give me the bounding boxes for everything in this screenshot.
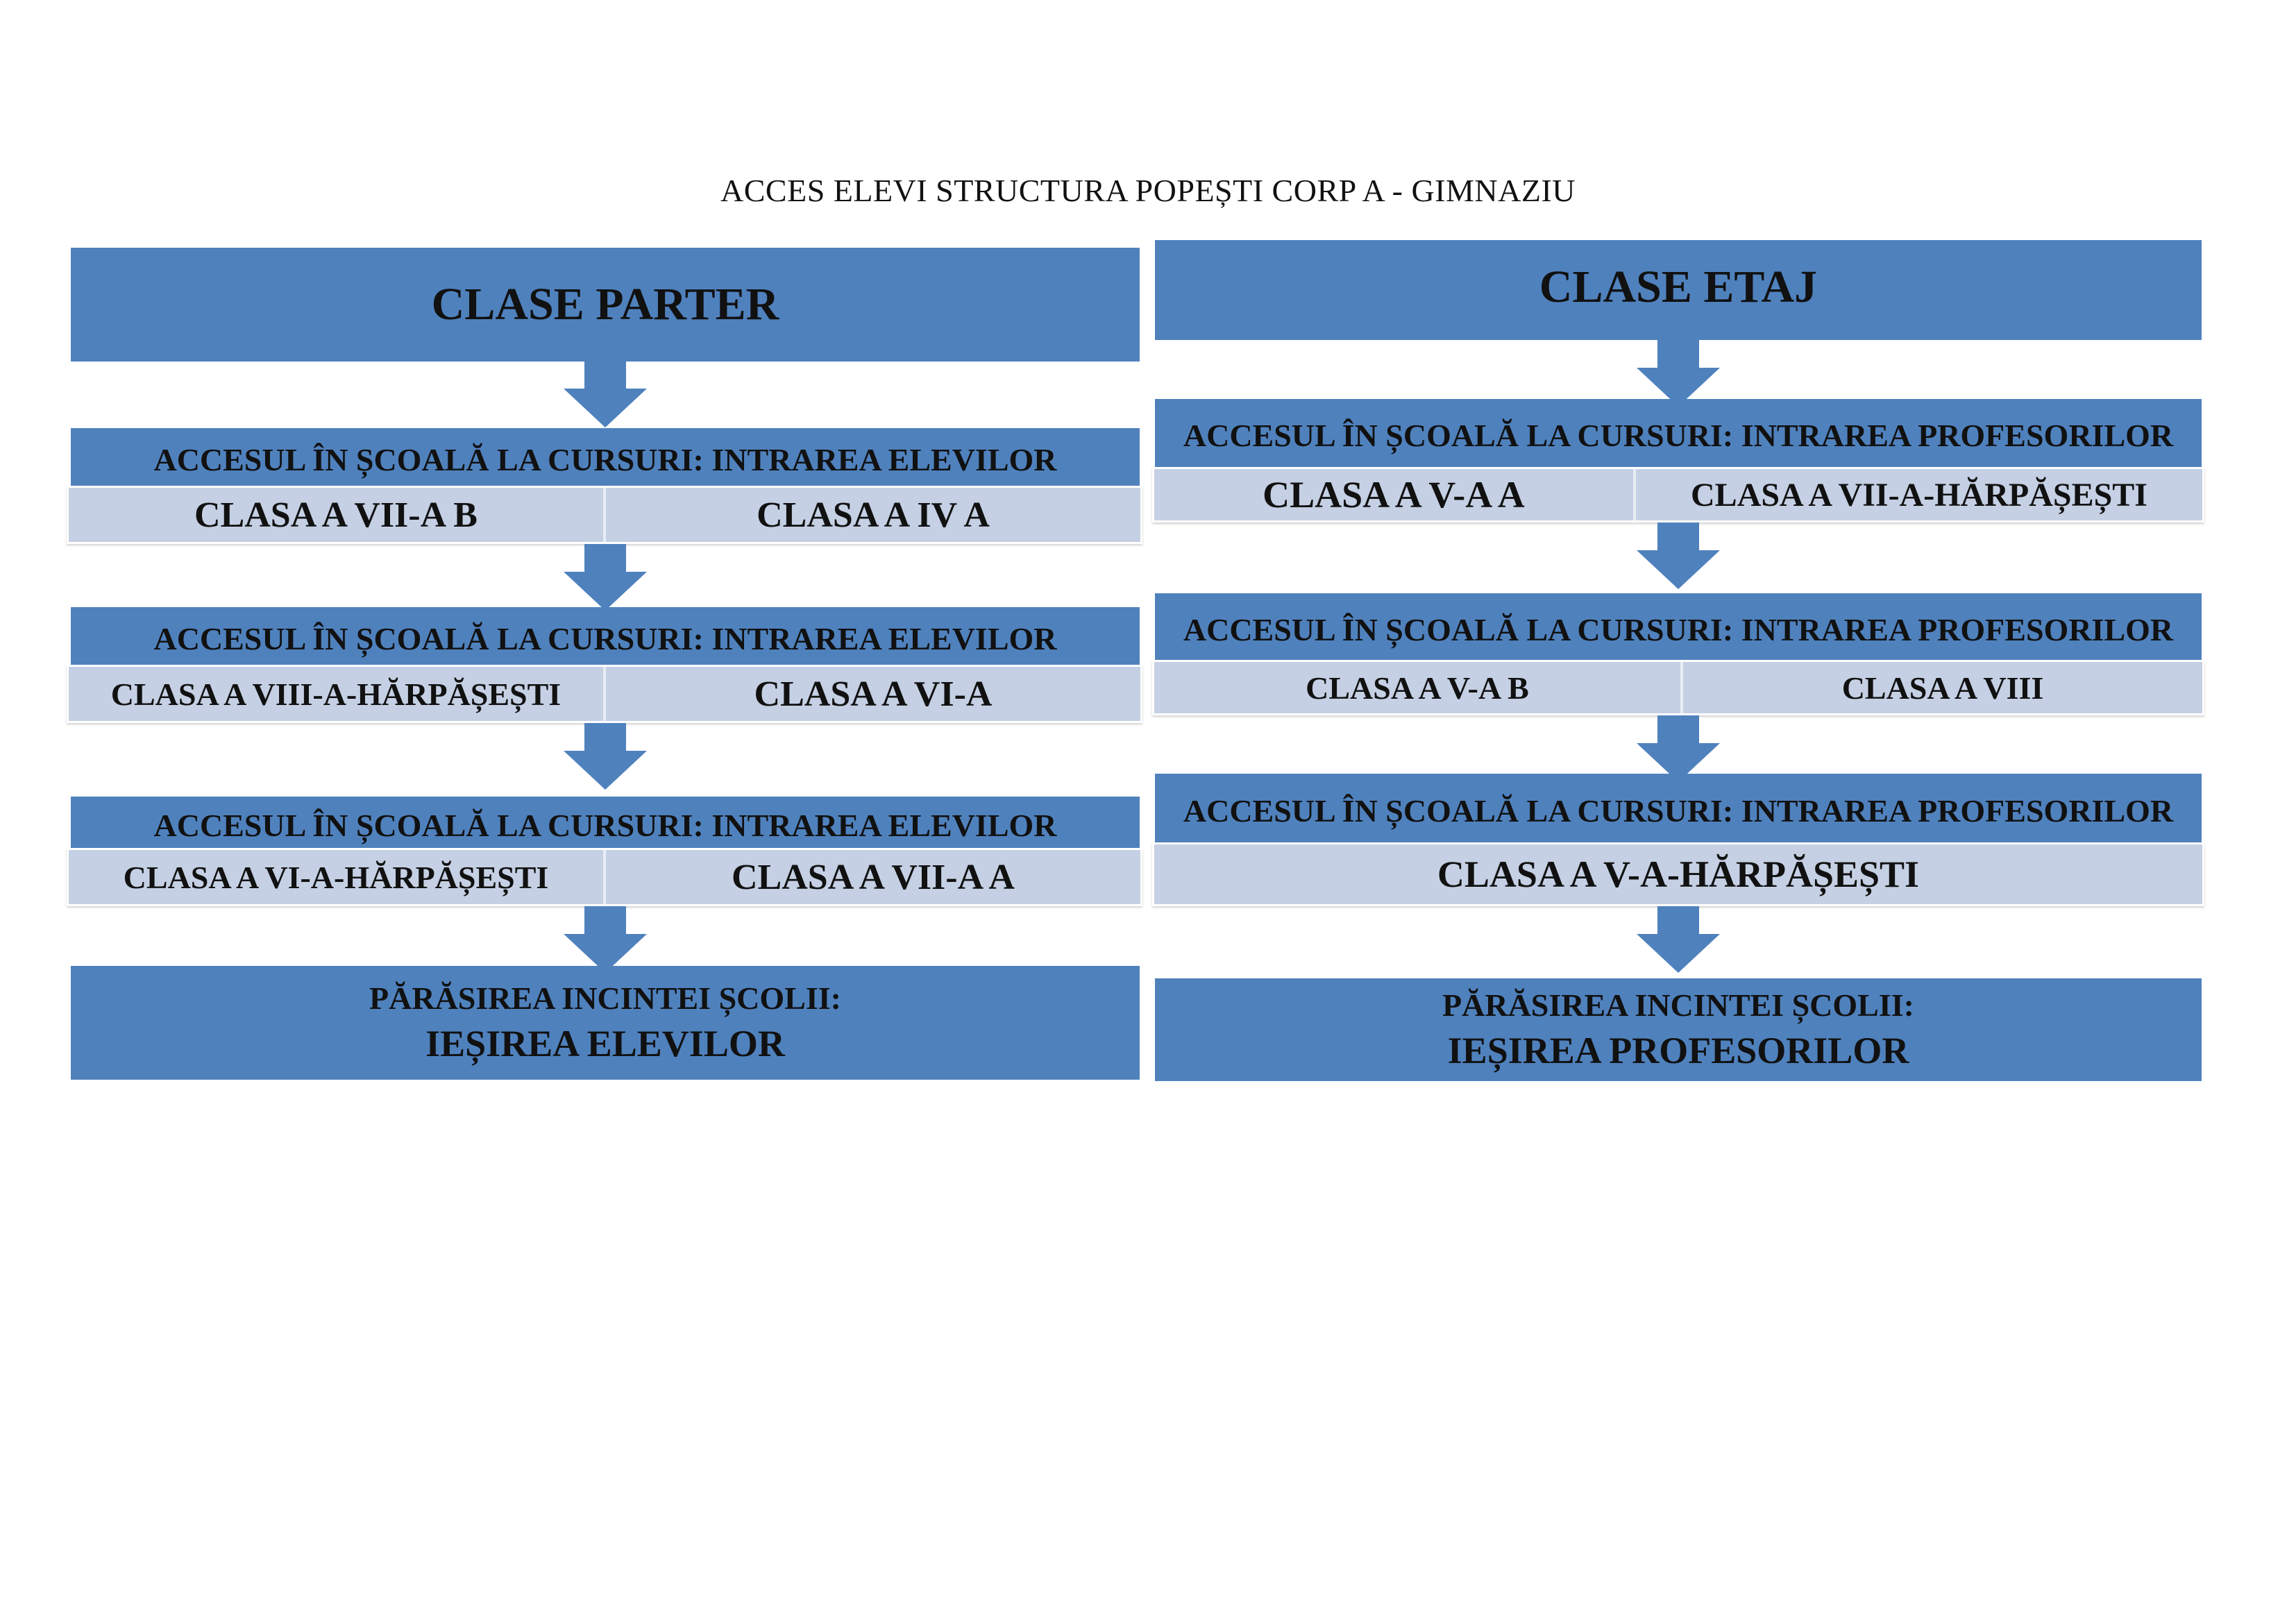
class-cell: CLASA A V-A B — [1154, 662, 1680, 713]
class-cell: CLASA A VII-A A — [603, 850, 1140, 904]
exit-label: PĂRĂSIREA INCINTEI ȘCOLII: — [369, 980, 841, 1016]
flow-arrow-icon — [1637, 522, 1720, 589]
flow-arrow-icon — [1637, 715, 1720, 782]
class-cell: CLASA A VII-A-HĂRPĂȘEȘTI — [1633, 469, 2202, 520]
flow-arrow-icon — [564, 544, 647, 611]
right-step-3-access: ACCESUL ÎN ȘCOALĂ LA CURSURI: INTRAREA P… — [1155, 774, 2202, 844]
right-step-2-access: ACCESUL ÎN ȘCOALĂ LA CURSURI: INTRAREA P… — [1155, 593, 2202, 663]
class-cell: CLASA A VIII — [1680, 662, 2202, 713]
flow-arrow-icon — [1637, 906, 1720, 973]
left-step-2-classes: CLASA A VIII-A-HĂRPĂȘEȘTI CLASA A VI-A — [67, 665, 1142, 723]
flow-arrow-icon — [564, 723, 647, 790]
flow-arrow-icon — [1637, 340, 1720, 407]
left-step-1-classes: CLASA A VII-A B CLASA A IV A — [67, 486, 1142, 544]
right-step-3-classes: CLASA A V-A-HĂRPĂȘEȘTI — [1152, 842, 2204, 906]
left-step-2-access: ACCESUL ÎN ȘCOALĂ LA CURSURI: INTRAREA E… — [71, 607, 1140, 667]
exit-label: PĂRĂSIREA INCINTEI ȘCOLII: — [1442, 987, 1914, 1023]
page-title: ACCES ELEVI STRUCTURA POPEȘTI CORP A - G… — [720, 173, 1576, 208]
class-cell: CLASA A VII-A B — [69, 488, 603, 542]
class-cell: CLASA A VI-A-HĂRPĂȘEȘTI — [69, 850, 603, 904]
flow-arrow-icon — [564, 906, 647, 973]
class-cell: CLASA A IV A — [603, 488, 1140, 542]
right-exit: PĂRĂSIREA INCINTEI ȘCOLII: IEȘIREA PROFE… — [1155, 978, 2202, 1081]
exit-target: IEȘIREA PROFESORILOR — [1447, 1030, 1909, 1072]
right-step-2-classes: CLASA A V-A B CLASA A VIII — [1152, 660, 2204, 715]
left-exit: PĂRĂSIREA INCINTEI ȘCOLII: IEȘIREA ELEVI… — [71, 966, 1140, 1080]
left-step-3-classes: CLASA A VI-A-HĂRPĂȘEȘTI CLASA A VII-A A — [67, 848, 1142, 906]
right-step-1-access: ACCESUL ÎN ȘCOALĂ LA CURSURI: INTRAREA P… — [1155, 399, 2202, 468]
header-clase-etaj: CLASE ETAJ — [1155, 240, 2202, 340]
left-step-3-access: ACCESUL ÎN ȘCOALĂ LA CURSURI: INTRAREA E… — [71, 797, 1140, 851]
class-cell: CLASA A VI-A — [603, 667, 1140, 721]
exit-target: IEȘIREA ELEVILOR — [425, 1023, 785, 1065]
class-cell: CLASA A VIII-A-HĂRPĂȘEȘTI — [69, 667, 603, 721]
header-clase-parter: CLASE PARTER — [71, 248, 1140, 362]
flow-arrow-icon — [564, 361, 647, 427]
class-cell: CLASA A V-A-HĂRPĂȘEȘTI — [1154, 844, 2202, 904]
right-step-1-classes: CLASA A V-A A CLASA A VII-A-HĂRPĂȘEȘTI — [1152, 467, 2204, 522]
left-step-1-access: ACCESUL ÎN ȘCOALĂ LA CURSURI: INTRAREA E… — [71, 428, 1140, 488]
class-cell: CLASA A V-A A — [1154, 469, 1633, 520]
